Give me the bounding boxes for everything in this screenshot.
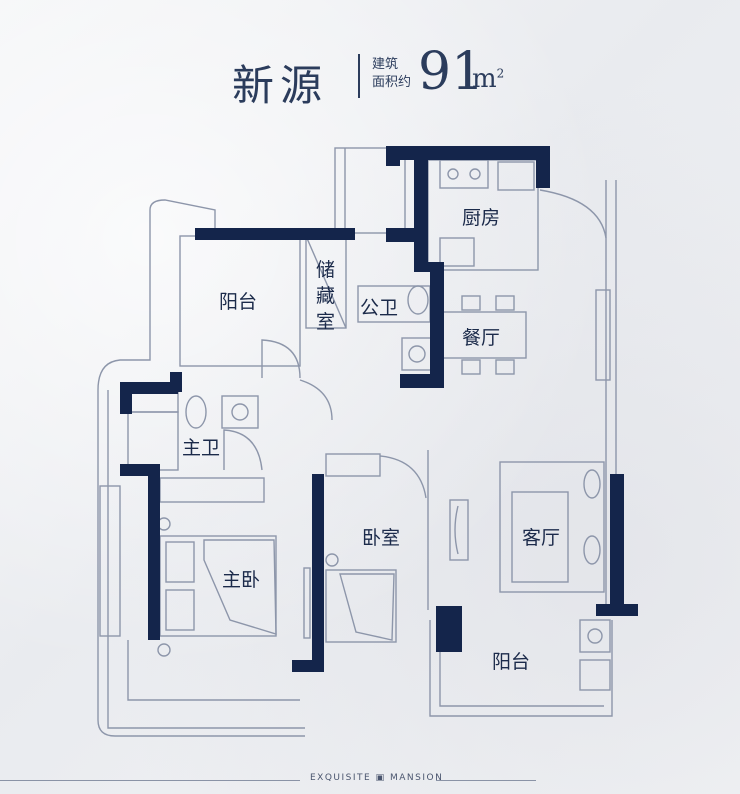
area-value: 91	[418, 42, 485, 102]
bedroom-wardrobe	[325, 453, 381, 477]
wall-master-bath-north	[120, 382, 178, 394]
label-storage-3: 室	[316, 311, 335, 333]
wall-kitchen-ne	[536, 146, 550, 188]
sofa-cushion-2	[583, 535, 601, 565]
master-bed-sheet	[203, 539, 277, 635]
washer	[579, 659, 611, 691]
master-basin-bowl	[231, 403, 249, 421]
tv-cabinet	[449, 499, 469, 561]
label-kitchen: 厨房	[462, 207, 500, 229]
balcony-south-outline	[429, 620, 613, 717]
wall-east-pillar	[610, 474, 624, 616]
balcony-basin	[579, 619, 611, 653]
label-bedroom: 卧室	[362, 527, 400, 549]
master-balcony-line	[127, 640, 300, 701]
coffee-table	[511, 491, 569, 583]
master-toilet	[185, 395, 207, 429]
wall-north	[195, 228, 355, 240]
thin-walls	[97, 147, 617, 737]
footer-brand-2: MANSION	[389, 773, 444, 783]
shower-area	[127, 411, 179, 471]
outer-west-outline	[97, 228, 305, 737]
wall-service-pillar	[386, 146, 400, 166]
wall-master-bath-pillar	[170, 372, 182, 392]
fridge	[497, 161, 535, 191]
area-unit: m2	[472, 64, 504, 94]
wall-bedroom-west	[312, 474, 324, 672]
nightstand-2	[157, 643, 171, 657]
service-area-outline	[334, 147, 406, 234]
bedroom-nightstand	[325, 553, 339, 567]
label-dining: 餐厅	[462, 327, 500, 349]
label-master-bath: 主卫	[182, 437, 220, 459]
outer-west-inner	[107, 390, 305, 729]
sofa-cushion-1	[583, 469, 601, 499]
master-bath-door-arc	[223, 429, 263, 471]
label-balcony-north: 阳台	[219, 291, 257, 313]
wall-kitchen-west	[414, 146, 428, 272]
chair-1	[461, 295, 481, 311]
wall-public-bath-east	[430, 270, 444, 388]
master-pillow-1	[165, 541, 195, 583]
wall-living-pillar	[436, 606, 462, 652]
bedroom-bed	[325, 569, 397, 643]
bedroom-window	[303, 567, 311, 639]
room-labels: 厨房 阳台 储 藏 室 公卫 餐厅 主卫 卧室 客厅 主卧 阳台	[182, 207, 560, 673]
wall-kitchen-top	[386, 146, 544, 160]
structural-walls	[120, 146, 638, 672]
kitchen-sink	[439, 237, 475, 267]
area-label: 建筑 面积约	[372, 56, 411, 92]
footer-line-right	[436, 780, 536, 781]
public-basin	[401, 337, 433, 371]
wall-kitchen-base	[428, 262, 444, 272]
footer-brand: EXQUISITE ▣ MANSION	[310, 773, 444, 783]
footer-line-left	[0, 780, 300, 781]
bedroom-bed-sheet	[339, 573, 395, 641]
east-window	[595, 289, 611, 381]
master-basin	[221, 395, 259, 429]
label-storage-1: 储	[316, 259, 335, 281]
master-wardrobe	[159, 477, 265, 503]
public-basin-bowl	[408, 345, 426, 363]
kitchen-door-arc	[539, 189, 607, 239]
title-separator	[358, 54, 360, 98]
area-unit-base: m	[472, 64, 497, 94]
west-window	[99, 485, 121, 637]
wall-master-bath-west	[120, 382, 132, 414]
footer: EXQUISITE ▣ MANSION	[0, 770, 740, 790]
sofa-area	[499, 461, 605, 593]
chair-3	[461, 359, 481, 375]
wall-bedroom-sw	[292, 660, 324, 672]
label-balcony-south: 阳台	[492, 651, 530, 673]
label-living: 客厅	[522, 527, 560, 549]
label-public-bath: 公卫	[360, 297, 398, 319]
area-label-line2: 面积约	[372, 75, 412, 90]
balcony-door-arc	[261, 339, 301, 379]
wall-north-2	[386, 228, 416, 242]
area-unit-sup: 2	[496, 66, 505, 81]
balcony-basin-bowl	[587, 628, 603, 644]
chair-2	[495, 295, 515, 311]
tv	[454, 505, 459, 555]
label-storage-2: 藏	[316, 285, 335, 307]
footer-brand-1: EXQUISITE	[310, 773, 372, 783]
storage-diagonal	[305, 235, 347, 329]
burner-2	[469, 168, 481, 180]
area-label-line1: 建筑	[372, 57, 399, 72]
bedroom-door-arc	[379, 455, 427, 499]
balcony-west-outline	[149, 199, 216, 232]
hall-door-arc	[299, 379, 333, 421]
wall-master-west	[148, 464, 160, 640]
plan-header: 新源 建筑 面积约 91 m2	[0, 42, 740, 110]
burner-1	[447, 168, 459, 180]
unit-name: 新源	[232, 61, 329, 110]
master-pillow-2	[165, 589, 195, 631]
master-bath-counter	[127, 391, 179, 413]
label-master-bedroom: 主卧	[222, 569, 260, 591]
stove	[439, 159, 489, 189]
chair-4	[495, 359, 515, 375]
public-toilet	[407, 285, 429, 315]
